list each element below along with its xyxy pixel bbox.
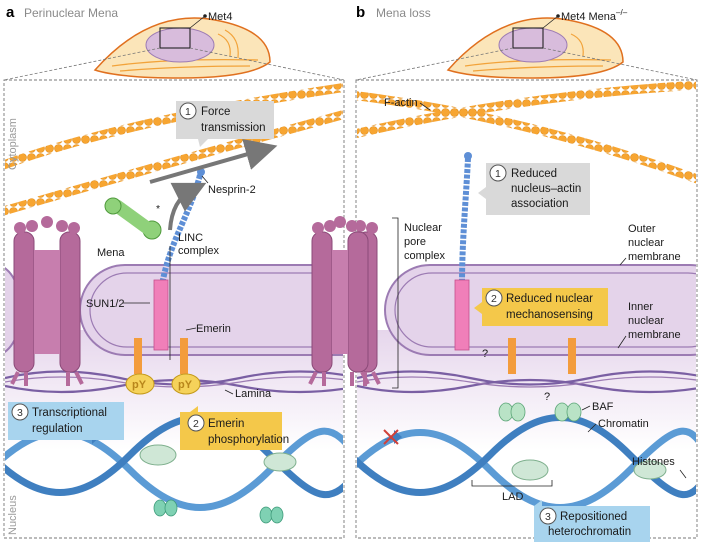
svg-text:Force: Force xyxy=(201,106,230,118)
panel-a-letter: a xyxy=(6,4,15,21)
onm-label-2: nuclear xyxy=(628,237,664,249)
actin-filament-a2 xyxy=(5,110,343,216)
actin-filament-b1 xyxy=(357,91,696,184)
emerin-a xyxy=(134,338,188,374)
chromatin-label: Chromatin xyxy=(598,418,649,430)
inm-label-1: Inner xyxy=(628,301,653,313)
panel-b-title: Mena loss xyxy=(376,6,431,20)
svg-text:transmission: transmission xyxy=(201,122,266,134)
svg-text:2: 2 xyxy=(193,418,199,430)
svg-text:2: 2 xyxy=(491,293,497,305)
py-label-2: pY xyxy=(178,379,193,391)
callout-b1: 1 Reduced nucleus–actin association xyxy=(478,163,590,215)
mena-protein xyxy=(104,197,162,240)
svg-text:1: 1 xyxy=(185,106,191,118)
mena-asterisk: * xyxy=(156,203,160,215)
svg-text:regulation: regulation xyxy=(32,423,83,435)
actin-filament-a1 xyxy=(5,82,343,170)
svg-text:association: association xyxy=(511,198,569,210)
lamina-label: Lamina xyxy=(235,388,272,400)
nuclear-pore-b-main xyxy=(308,216,370,386)
question-mark-2: ? xyxy=(544,391,550,403)
question-mark-1: ? xyxy=(482,348,488,360)
npc-label-3: complex xyxy=(404,250,445,262)
mena-label: Mena xyxy=(97,247,125,259)
svg-text:heterochromatin: heterochromatin xyxy=(548,526,631,538)
svg-text:Transcriptional: Transcriptional xyxy=(32,407,107,419)
factin-label: F-actin xyxy=(384,97,418,109)
svg-text:Repositioned: Repositioned xyxy=(560,511,627,523)
baf-proteins xyxy=(498,402,582,422)
nuclear-pore-a xyxy=(10,216,84,386)
nesprin-label: Nesprin-2 xyxy=(208,184,256,196)
cell-icon-b xyxy=(446,17,624,79)
histones-label: Histones xyxy=(632,456,675,468)
inm-label-2: nuclear xyxy=(628,315,664,327)
baf-label: BAF xyxy=(592,401,614,413)
svg-text:nucleus–actin: nucleus–actin xyxy=(511,183,581,195)
sun-label: SUN1/2 xyxy=(86,298,125,310)
onm-label-1: Outer xyxy=(628,223,656,235)
phospho-tyrosine xyxy=(125,373,201,395)
nesprin-2-b xyxy=(454,152,472,351)
svg-text:mechanosensing: mechanosensing xyxy=(506,309,593,321)
inm-label-3: membrane xyxy=(628,329,681,341)
svg-text:phosphorylation: phosphorylation xyxy=(208,434,289,446)
svg-text:3: 3 xyxy=(545,511,551,523)
lamina-b xyxy=(357,370,696,386)
side-label-nucleus: Nucleus xyxy=(7,495,19,535)
callout-a1: 1 Force transmission xyxy=(176,101,274,147)
npc-label-2: pore xyxy=(404,236,426,248)
emerin-label: Emerin xyxy=(196,323,231,335)
py-label-1: pY xyxy=(132,379,147,391)
svg-text:Reduced: Reduced xyxy=(511,168,557,180)
onm-label-3: membrane xyxy=(628,251,681,263)
callout-b3: 3 Repositioned heterochromatin xyxy=(534,500,650,542)
emerin-b xyxy=(508,338,576,374)
panel-a-title: Perinuclear Mena xyxy=(24,6,118,20)
callout-a2: 2 Emerin phosphorylation xyxy=(180,406,289,450)
side-label-cytoplasm: Cytoplasm xyxy=(7,118,19,170)
cell-label-b: Met4 Mena–/– xyxy=(561,8,628,23)
cell-icon-a xyxy=(93,17,271,79)
linc-label-1: LINC xyxy=(178,232,203,244)
svg-text:Emerin: Emerin xyxy=(208,418,244,430)
npc-label-1: Nuclear xyxy=(404,222,442,234)
actin-filament-b2 xyxy=(357,81,696,139)
svg-text:3: 3 xyxy=(17,407,23,419)
panel-a-frame xyxy=(3,79,345,539)
callout-b2: 2 Reduced nuclear mechanosensing xyxy=(474,288,608,326)
svg-text:1: 1 xyxy=(495,168,501,180)
svg-text:Reduced nuclear: Reduced nuclear xyxy=(506,293,593,305)
linc-label-2: complex xyxy=(178,245,219,257)
cell-label-a: Met4 xyxy=(208,11,232,23)
callout-a3: 3 Transcriptional regulation xyxy=(8,402,124,440)
panel-b-letter: b xyxy=(356,4,365,21)
panel-b-frame xyxy=(355,79,698,539)
lad-label: LAD xyxy=(502,491,523,503)
